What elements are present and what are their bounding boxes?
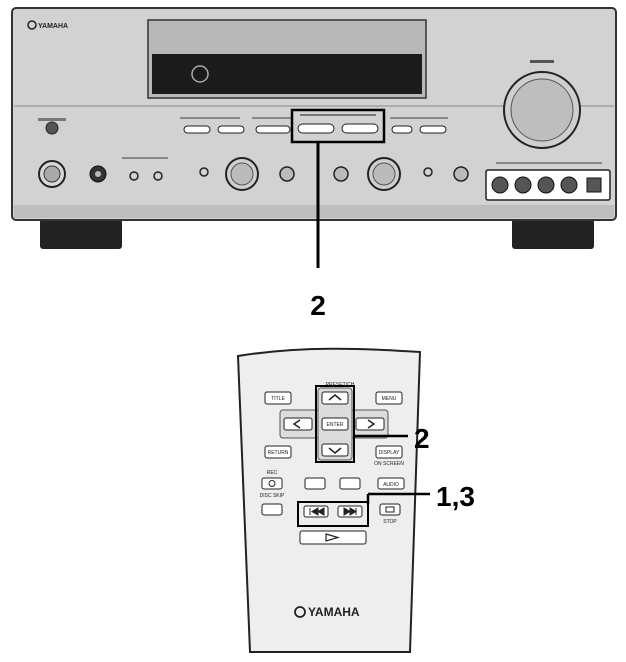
receiver-foot-left bbox=[40, 219, 122, 249]
chevron-down-icon bbox=[328, 447, 342, 454]
play-button[interactable] bbox=[299, 530, 367, 545]
callout-remote-cursor-step: 2 bbox=[414, 423, 430, 454]
return-button[interactable] bbox=[264, 445, 292, 459]
enter-label: ENTER bbox=[327, 422, 344, 428]
chevron-left-icon bbox=[292, 419, 301, 429]
menu-label: MENU bbox=[382, 396, 397, 402]
front-display bbox=[152, 54, 422, 94]
panel-button[interactable] bbox=[391, 125, 413, 134]
enter-button[interactable] bbox=[321, 417, 349, 431]
on-screen-label: ON SCREEN bbox=[374, 461, 404, 467]
return-label: RETURN bbox=[268, 450, 289, 456]
cursor-pad-highlight bbox=[315, 385, 355, 463]
cursor-down-button[interactable] bbox=[321, 443, 349, 457]
skip-forward-icon bbox=[343, 507, 357, 516]
stop-label: STOP bbox=[383, 519, 397, 525]
pause-button[interactable] bbox=[261, 503, 283, 516]
panel-button[interactable] bbox=[255, 125, 291, 134]
skip-buttons-highlight bbox=[297, 501, 369, 527]
play-icon bbox=[325, 533, 341, 542]
panel-small-button[interactable] bbox=[423, 167, 433, 177]
front-panel-button-row bbox=[180, 117, 448, 134]
panel-button[interactable] bbox=[183, 125, 211, 134]
chevron-up-icon bbox=[328, 394, 342, 401]
audio-label: AUDIO bbox=[383, 482, 399, 488]
yamaha-logo-icon bbox=[27, 20, 37, 30]
rewind-button[interactable] bbox=[304, 477, 326, 490]
remote-control: PRESET/CH TITLE MENU ENTER RETURN DISPLA… bbox=[236, 347, 422, 653]
display-button[interactable] bbox=[375, 445, 403, 459]
preset-up-button[interactable] bbox=[341, 123, 379, 134]
remote-brand: YAMAHA bbox=[308, 605, 360, 619]
callout-receiver-step: 2 bbox=[310, 290, 326, 321]
panel-small-button[interactable] bbox=[153, 171, 163, 181]
cursor-left-button[interactable] bbox=[283, 417, 313, 431]
panel-button[interactable] bbox=[419, 125, 447, 134]
preset-down-button[interactable] bbox=[297, 123, 335, 134]
receiver-foot-right bbox=[512, 219, 594, 249]
cursor-right-button[interactable] bbox=[355, 417, 385, 431]
title-label: TITLE bbox=[271, 396, 285, 402]
panel-small-knob[interactable] bbox=[333, 166, 349, 182]
panel-small-button[interactable] bbox=[129, 171, 139, 181]
preset-button-highlight bbox=[290, 108, 386, 144]
title-button[interactable] bbox=[264, 391, 292, 405]
chevron-right-icon bbox=[367, 419, 376, 429]
remote-sensor bbox=[191, 65, 209, 83]
standby-button[interactable] bbox=[45, 121, 59, 135]
panel-small-knob[interactable] bbox=[453, 166, 469, 182]
receiver-brand: YAMAHA bbox=[38, 23, 68, 30]
yamaha-logo-icon bbox=[294, 606, 306, 618]
cursor-up-button[interactable] bbox=[321, 391, 349, 405]
audio-button[interactable] bbox=[377, 477, 405, 490]
menu-button[interactable] bbox=[375, 391, 403, 405]
stop-icon bbox=[385, 506, 395, 513]
rec-button[interactable] bbox=[261, 477, 283, 490]
forward-button[interactable] bbox=[339, 477, 361, 490]
stop-button[interactable] bbox=[379, 503, 401, 516]
display-label: DISPLAY bbox=[379, 450, 400, 456]
callout-remote-skip-steps: 1,3 bbox=[436, 481, 475, 512]
skip-back-icon bbox=[309, 507, 325, 516]
panel-small-button[interactable] bbox=[199, 167, 209, 177]
panel-small-knob[interactable] bbox=[279, 166, 295, 182]
panel-button[interactable] bbox=[217, 125, 245, 134]
rec-label: REC bbox=[267, 470, 278, 476]
disc-skip-label: DISC SKIP bbox=[260, 493, 285, 499]
record-icon bbox=[268, 480, 276, 487]
av-receiver: YAMAHA bbox=[11, 7, 617, 249]
